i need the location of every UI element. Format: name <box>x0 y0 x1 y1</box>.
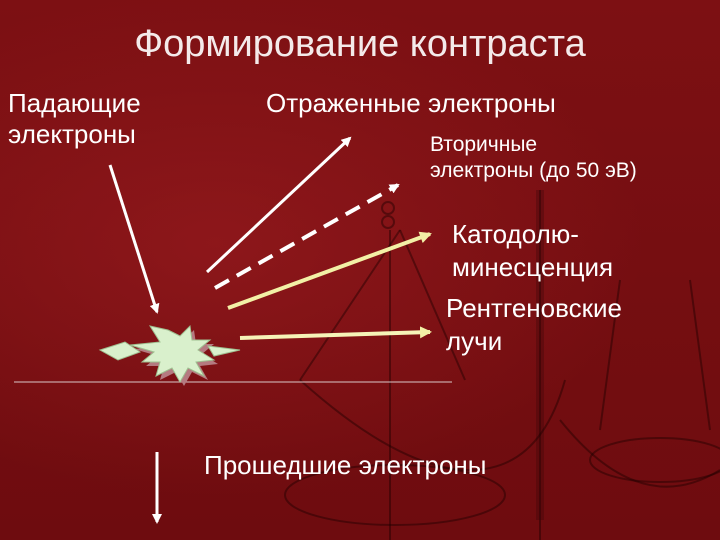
reflected-electron-arrow <box>205 136 352 274</box>
cathodoluminescence-label: Катодолю- минесценция <box>452 219 614 282</box>
xray-label: Рентгеновские лучи <box>446 293 622 356</box>
slide-title: Формирование контраста <box>134 23 586 65</box>
xray-arrow <box>239 326 432 340</box>
incident-electrons-label: Падающие электроны <box>8 88 141 150</box>
secondary-electrons-label: Вторичные электроны (до 50 эВ) <box>430 133 637 183</box>
reflected-electrons-label: Отраженные электроны <box>266 88 556 118</box>
secondary-electron-arrow <box>214 183 400 290</box>
transmitted-electrons-label: Прошедшие электроны <box>204 450 487 480</box>
cathodoluminescence-arrow <box>227 231 432 310</box>
impact-splash-icon <box>98 324 241 386</box>
incident-electron-arrow <box>108 164 160 314</box>
